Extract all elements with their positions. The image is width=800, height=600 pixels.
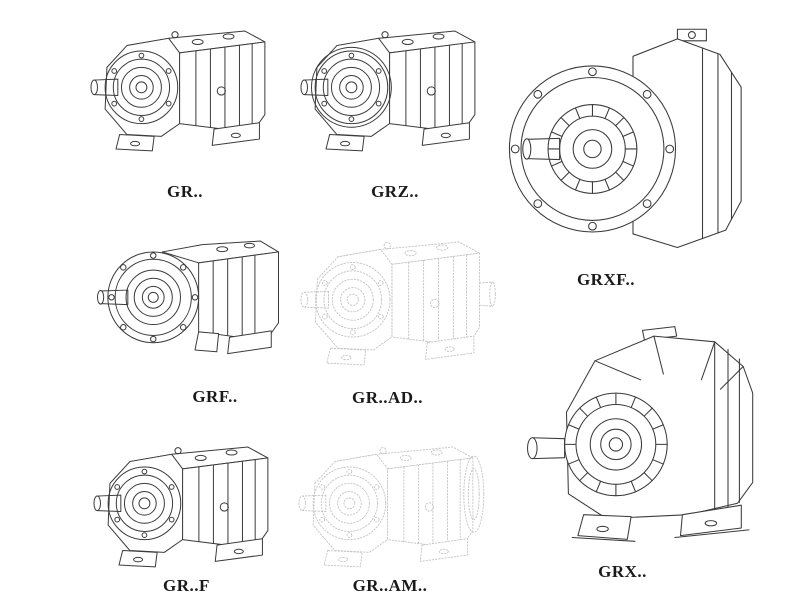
- figure-grx: GRX..: [500, 300, 785, 582]
- figure-label-grad: GR..AD..: [351, 388, 424, 407]
- grx-gear-unit-drawing: [527, 326, 754, 542]
- figure-grad: GR..AD..: [295, 212, 500, 408]
- figure-label-grx: GRX..: [598, 562, 647, 581]
- figure-grxf: GRXF..: [488, 8, 778, 290]
- figure-grz: GRZ..: [295, 2, 495, 202]
- figure-label-gram: GR..AM..: [352, 576, 428, 595]
- gr-f-gear-unit-drawing: [93, 446, 269, 568]
- gr-gear-unit-drawing: [90, 30, 266, 152]
- grxf-gear-unit-drawing: [508, 28, 742, 248]
- gram-gear-unit-drawing: [293, 418, 493, 595]
- figure-gram: GR..AM..: [293, 418, 493, 596]
- figure-label-gr: GR..: [167, 182, 203, 201]
- grf-gear-unit-drawing: [97, 240, 280, 355]
- figure-gr: GR..: [85, 2, 285, 202]
- figure-label-grf: GRF..: [192, 387, 238, 406]
- figure-label-gr-f: GR..F: [163, 576, 210, 595]
- figure-label-grz: GRZ..: [371, 182, 419, 201]
- grad-gear-unit-drawing: [295, 212, 500, 394]
- figure-grf: GRF..: [95, 212, 295, 407]
- figure-gr-f: GR..F: [88, 418, 288, 596]
- grz-gear-unit-drawing: [295, 2, 495, 179]
- figure-label-grxf: GRXF..: [576, 270, 636, 289]
